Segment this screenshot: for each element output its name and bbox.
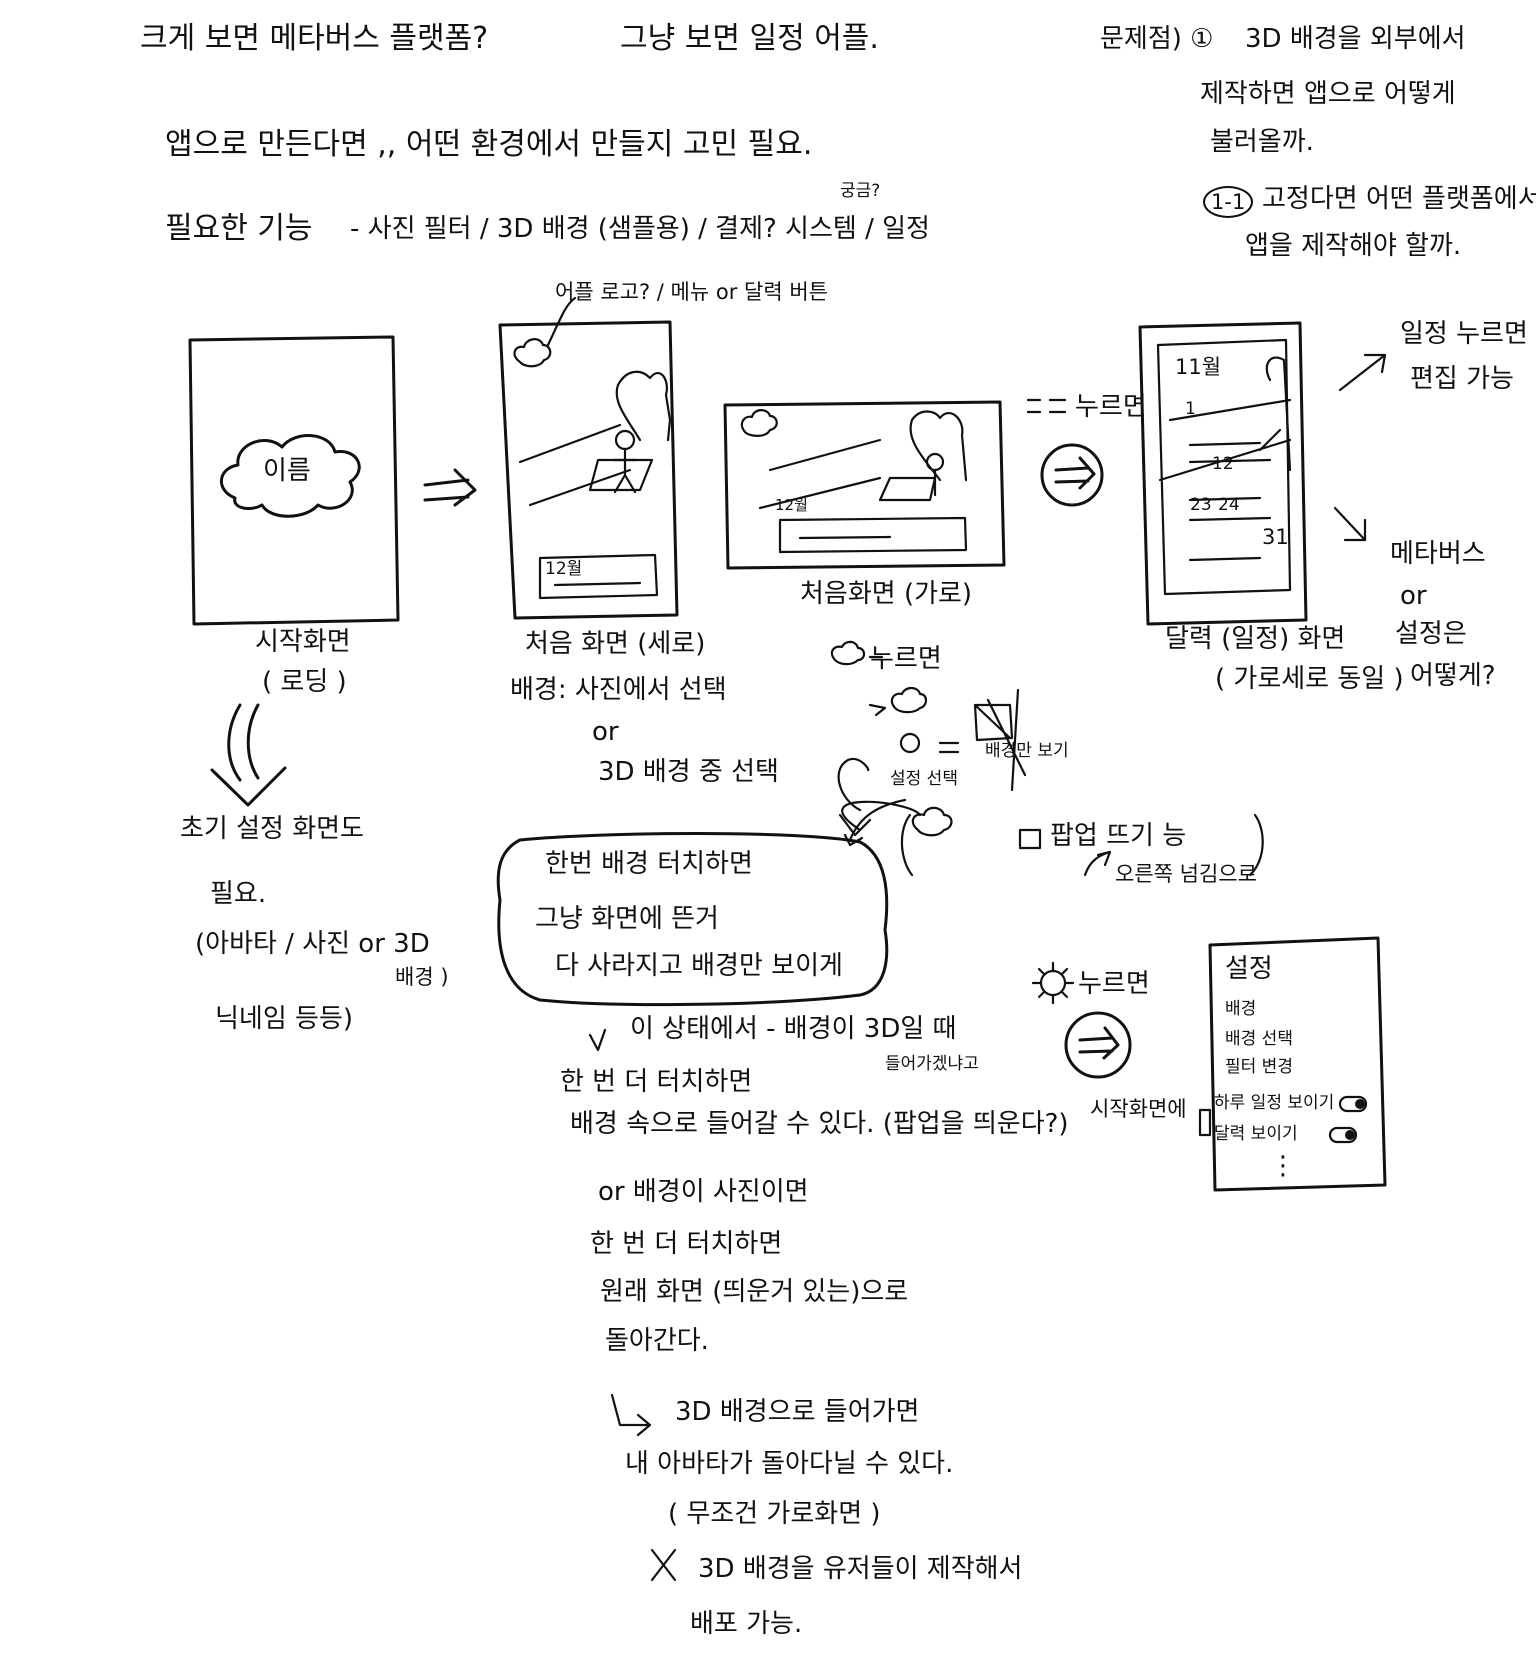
cloud-name-outline: [220, 434, 361, 518]
popup-note: 팝업 뜨기 능: [1050, 821, 1187, 851]
bottom-note-2b: 들어가겠냐고: [885, 1054, 979, 1074]
bottom-note-6: 원래 화면 (띄운거 있는)으로: [600, 1277, 909, 1307]
left-note-line3: (아바타 / 사진 or 3D: [195, 929, 430, 959]
portrait-caption: 처음 화면 (세로): [525, 629, 706, 659]
portrait-top-note: 어플 로고? / 메뉴 or 달력 버튼: [555, 280, 828, 304]
settings-start-note: 시작화면에: [1090, 1097, 1187, 1121]
calendar-day-31: 31: [1262, 525, 1289, 549]
cloud-label-bg: 배경만 보기: [985, 741, 1069, 761]
first-portrait-sketch: [498, 296, 679, 620]
bottom-note-3: 배경 속으로 들어갈 수 있다. (팝업을 띄운다?): [570, 1109, 1069, 1139]
edit-note-line1: 일정 누르면: [1400, 319, 1528, 349]
landscape-date: 12월: [775, 496, 808, 514]
cloud-press-note: 누르면: [870, 644, 942, 674]
press-note: 누르면: [1075, 392, 1147, 422]
problem1-line3: 불러올까.: [1210, 127, 1314, 157]
bubble-line2: 그냥 화면에 뜬거: [535, 904, 719, 934]
start-screen-name: 이름: [263, 456, 311, 486]
settings-item-daily: 하루 일정 보이기: [1214, 1093, 1335, 1113]
left-note-line2: 필요.: [210, 879, 267, 909]
problem11-line2: 앱을 제작해야 할까.: [1245, 231, 1462, 261]
settings-title: 설정: [1225, 954, 1273, 984]
calendar-sketch: [1138, 321, 1387, 626]
settings-item-filter: 필터 변경: [1225, 1057, 1293, 1077]
bottom-note-1: 이 상태에서 - 배경이 3D일 때: [630, 1014, 957, 1044]
cloud-icon: [513, 338, 552, 368]
header-line2: 앱으로 만든다면 ,, 어떤 환경에서 만들지 고민 필요.: [165, 127, 813, 162]
features-list: - 사진 필터 / 3D 배경 (샘플용) / 결제? 시스템 / 일정: [350, 214, 930, 244]
settings-item-background: 배경: [1225, 999, 1257, 1019]
first-landscape-sketch: [723, 400, 1006, 570]
calendar-day-23: 23: [1190, 495, 1212, 515]
edit-note-line2: 편집 가능: [1410, 364, 1514, 394]
calendar-day-1: 1: [1185, 399, 1196, 419]
meta-note-line2: or: [1400, 581, 1427, 611]
settings-press-note: 누르면: [1078, 969, 1150, 999]
problem1-line2: 제작하면 앱으로 어떻게: [1200, 79, 1456, 109]
landscape-caption: 처음화면 (가로): [800, 579, 973, 609]
arrow-circle-2: [1064, 1011, 1132, 1079]
cloud-icon: [740, 409, 778, 437]
flow-arrows: [1026, 398, 1104, 507]
arrow-circle-1: [1040, 443, 1104, 507]
problem1-label: 문제점) ①: [1100, 24, 1214, 54]
bottom-note-5: 한 번 더 터치하면: [590, 1229, 783, 1259]
left-note-line3b: 배경 ): [395, 965, 449, 989]
arrow-down-1: [210, 703, 287, 807]
settings-item-calendar: 달력 보이기: [1214, 1124, 1298, 1144]
settings-more-icon: ⋮: [1270, 1151, 1296, 1181]
bubble-line3: 다 사라지고 배경만 보이게: [555, 951, 843, 981]
start-screen-sketch: [188, 335, 477, 807]
settings-item-bg-select: 배경 선택: [1225, 1029, 1293, 1049]
bubble-line1: 한번 배경 터치하면: [545, 849, 753, 879]
arrow-up-right: [1338, 353, 1387, 392]
cloud-menu-sketch: [830, 640, 1264, 877]
arrow-down-right: [1333, 506, 1367, 542]
meta-note-line1: 메타버스: [1390, 539, 1486, 569]
bottom-note-9: 내 아바타가 돌아다닐 수 있다.: [625, 1449, 954, 1479]
bottom-note-2: 한 번 더 터치하면: [560, 1067, 753, 1097]
problem11-label: 1-1: [1203, 186, 1254, 219]
left-note-line4: 닉네임 등등): [215, 1004, 354, 1034]
meta-note-line3: 설정은: [1395, 619, 1467, 649]
calendar-caption2: ( 가로세로 동일 ): [1215, 664, 1404, 694]
calendar-caption: 달력 (일정) 화면: [1165, 624, 1346, 654]
bottom-note-12: 배포 가능.: [690, 1609, 803, 1639]
bottom-arrows: [588, 1028, 677, 1582]
speech-bubble-sketch: [496, 798, 907, 1007]
cloud-label-settings: 설정 선택: [890, 769, 958, 789]
start-screen-caption: 시작화면: [255, 627, 351, 657]
start-screen-caption2: ( 로딩 ): [262, 667, 347, 697]
popup-note2: 오른쪽 넘김으로: [1115, 862, 1257, 886]
calendar-day-12: 12: [1212, 454, 1234, 474]
settings-sketch: [1031, 936, 1387, 1192]
meta-note-line4: 어떻게?: [1410, 661, 1496, 691]
arrow-right-1: [423, 468, 477, 507]
bottom-note-7: 돌아간다.: [605, 1326, 709, 1356]
features-label: 필요한 기능: [165, 211, 313, 246]
left-note-line1: 초기 설정 화면도: [180, 814, 364, 844]
header-line1a: 크게 보면 메타버스 플랫폼?: [140, 21, 489, 56]
portrait-bg-line3: 3D 배경 중 선택: [598, 757, 779, 787]
calendar-day-24: 24: [1218, 495, 1240, 515]
calendar-month: 11월: [1175, 355, 1222, 379]
portrait-date: 12월: [545, 559, 583, 579]
bottom-note-10: ( 무조건 가로화면 ): [668, 1499, 881, 1529]
header-line1b: 그냥 보면 일정 어플.: [620, 21, 879, 56]
portrait-bg-line2: or: [592, 717, 619, 747]
problem1-line1: 3D 배경을 외부에서: [1245, 24, 1466, 54]
portrait-bg-line1: 배경: 사진에서 선택: [510, 675, 727, 705]
bottom-note-8: 3D 배경으로 들어가면: [675, 1397, 920, 1427]
problem11-line1: 고정다면 어떤 플랫폼에서: [1262, 184, 1536, 214]
bottom-note-4: or 배경이 사진이면: [598, 1177, 809, 1207]
bottom-note-11: 3D 배경을 유저들이 제작해서: [698, 1554, 1023, 1584]
features-note: 궁금?: [840, 181, 881, 201]
